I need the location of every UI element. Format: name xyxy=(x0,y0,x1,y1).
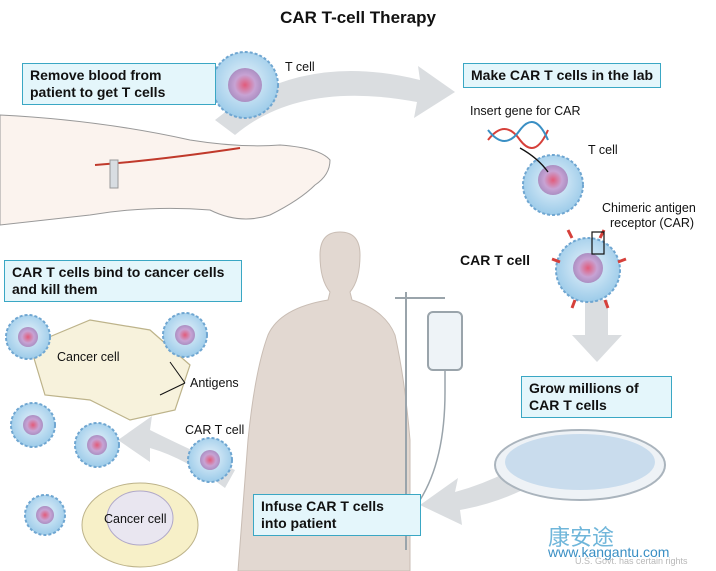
label-t-cell-lab: T cell xyxy=(588,143,618,157)
cell-t-top xyxy=(211,51,279,119)
cell-t-lab xyxy=(522,154,584,216)
watermark-rights: U.S. Govt. has certain rights xyxy=(575,556,688,566)
cell-car-t-lab xyxy=(551,229,627,309)
cancer-cell-round xyxy=(81,482,199,568)
step2-text: Make CAR T cells in the lab xyxy=(471,67,654,83)
label-car-t-cell-lab: CAR T cell xyxy=(460,252,531,268)
step5-text: CAR T cells bind to cancer cells and kil… xyxy=(12,264,225,297)
antigen-pointer xyxy=(159,361,186,396)
watermark-chinese: 康安途 xyxy=(548,526,615,551)
label-car-line1: Chimeric antigen xyxy=(602,201,696,215)
arrow-to-lab xyxy=(215,66,455,135)
watermark-url: www.kangantu.com xyxy=(548,544,670,560)
label-antigens: Antigens xyxy=(190,376,239,390)
patient-silhouette xyxy=(237,231,411,571)
label-cancer-cell-2: Cancer cell xyxy=(104,512,167,526)
label-insert-gene: Insert gene for CAR xyxy=(470,104,581,118)
petri-dish xyxy=(494,429,666,501)
label-cancer-cell-1: Cancer cell xyxy=(57,350,120,364)
dna-strand xyxy=(487,121,549,173)
step1-text: Remove blood from patient to get T cells xyxy=(30,67,166,100)
step2-box: Make CAR T cells in the lab xyxy=(463,63,662,88)
arrow-to-grow xyxy=(572,300,622,362)
label-t-cell-top: T cell xyxy=(285,60,315,74)
step3-box: Grow millions of CAR T cells xyxy=(521,376,672,418)
step5-box: CAR T cells bind to cancer cells and kil… xyxy=(4,260,242,302)
cancer-cell-broken xyxy=(29,319,191,421)
step3-text: Grow millions of CAR T cells xyxy=(529,380,639,413)
step4-box: Infuse CAR T cells into patient xyxy=(253,494,421,536)
page-title: CAR T-cell Therapy xyxy=(280,8,436,27)
step4-text: Infuse CAR T cells into patient xyxy=(261,498,384,531)
car-t-nuclei xyxy=(18,325,220,524)
label-car-t-cell-infuse: CAR T cell xyxy=(185,423,245,437)
label-car-line2: receptor (CAR) xyxy=(610,216,695,230)
arm-illustration xyxy=(0,114,331,226)
step1-box: Remove blood from patient to get T cells xyxy=(22,63,216,105)
